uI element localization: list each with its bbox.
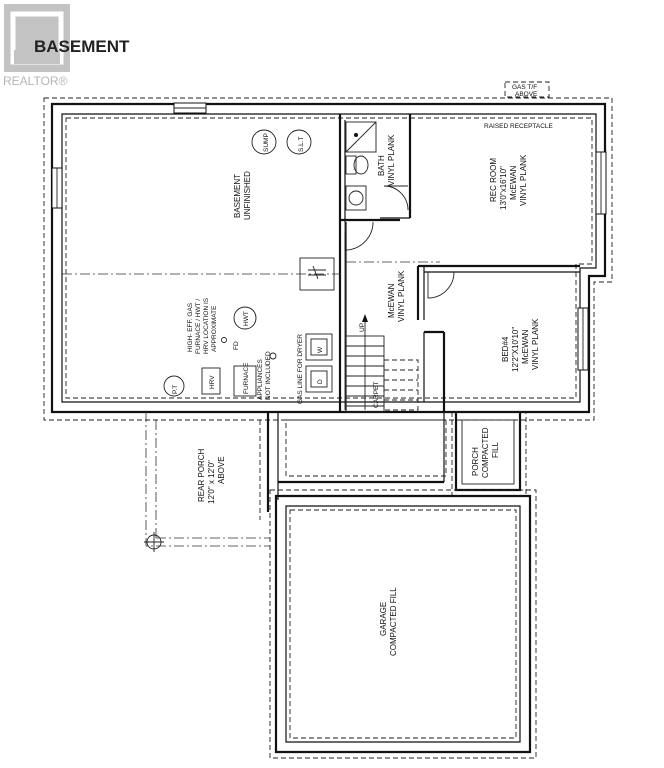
mech-note-2: FURNACE / HWT / <box>195 299 202 354</box>
fd-label: FD <box>233 341 240 350</box>
slt-pit <box>286 129 312 155</box>
rear-porch-label: REAR PORCH <box>197 448 206 502</box>
plan-title: BASEMENT <box>34 37 130 56</box>
hwt-tank <box>233 306 257 330</box>
dryer <box>305 365 333 393</box>
hwt-label: HWT <box>243 311 250 326</box>
gas-above-label: ABOVE <box>515 91 538 98</box>
rear-porch-above: ABOVE <box>217 456 226 484</box>
rec-room-label: REC ROOM <box>489 158 498 202</box>
basement-unfinished-label: UNFINISHED <box>243 171 252 220</box>
bed4-size: 12'2"X10'10" <box>511 327 520 372</box>
porch-label: PORCH <box>471 447 480 476</box>
mech-note-3: HRV LOCATION IS <box>203 297 210 354</box>
pt-circle <box>163 375 185 397</box>
realtor-watermark-text: REALTOR® <box>3 74 68 88</box>
garage-fill-label: COMPACTED FILL <box>389 587 398 656</box>
basement-label: BASEMENT <box>233 174 242 218</box>
hallway-floor-brand: McEWAN <box>387 283 396 318</box>
washer <box>305 333 333 361</box>
gas-tf-label: GAS T/F <box>512 84 537 91</box>
garage-label: GARAGE <box>379 602 388 636</box>
appliances-not-included-label: NOT INCLUDED <box>265 351 272 400</box>
porch-fill-suffix: FILL <box>491 441 500 458</box>
hrv-label: HRV <box>209 375 216 389</box>
sump-label: SUMP <box>263 133 270 152</box>
bed4-floor-brand: McEWAN <box>521 329 530 364</box>
slt-label: S.L.T <box>298 136 305 152</box>
hallway-floor-type: VINYL PLANK <box>397 270 406 322</box>
gas-dryer-label: GAS LINE FOR DRYER <box>297 334 304 404</box>
mech-note-4: APPROXIMATE <box>211 305 218 352</box>
furnace-unit <box>233 365 257 397</box>
dryer-label: D <box>317 379 324 384</box>
bed4-label: BED#4 <box>501 336 510 362</box>
stairs-up-label: UP <box>359 323 366 332</box>
hrv-unit <box>201 367 221 395</box>
furnace-label: FURNACE <box>243 362 250 394</box>
rear-porch-size: 12'0" x 12'0" <box>207 460 216 504</box>
stairs-carpet-label: CARPET <box>373 382 380 408</box>
sump-pit <box>251 129 277 155</box>
gas-tf-box: GAS T/F ABOVE <box>504 81 550 98</box>
bath-floor-label: VINYL PLANK <box>387 134 396 186</box>
raised-receptacle-label: RAISED RECEPTACLE <box>484 123 554 130</box>
bed4-floor-type: VINYL PLANK <box>531 318 540 370</box>
appliances-label: APPLIANCES <box>257 359 264 400</box>
realtor-logo: REALTOR® <box>3 4 70 88</box>
pt-label: P.T <box>172 385 179 394</box>
mech-note-1: HIGH- EFF. GAS <box>187 302 194 352</box>
rec-room-floor-type: VINYL PLANK <box>519 154 528 206</box>
washer-label: W <box>317 346 324 353</box>
rec-room-size: 13'0"x16'10" <box>499 166 508 210</box>
bath-label: BATH <box>377 155 386 176</box>
porch-fill-label: COMPACTED <box>481 427 490 478</box>
rec-room-floor-brand: McEWAN <box>509 165 518 200</box>
staircase <box>345 314 419 413</box>
